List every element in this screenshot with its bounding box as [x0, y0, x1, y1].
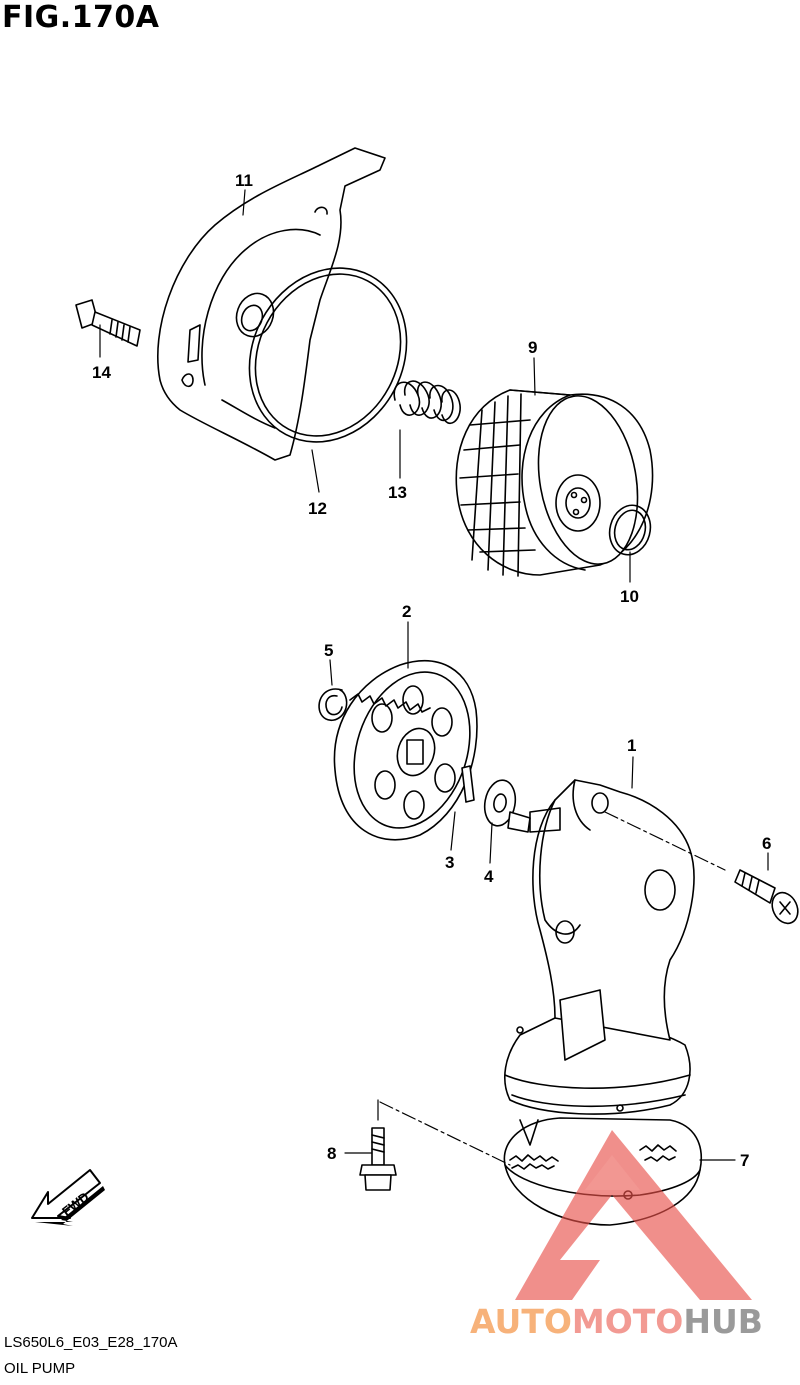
spring-part-13	[393, 380, 461, 425]
callout-9: 9	[528, 338, 537, 357]
callout-10: 10	[620, 587, 639, 606]
callout-6: 6	[762, 834, 771, 853]
brand-auto: AUTO	[470, 1302, 572, 1341]
brand-moto: MOTO	[571, 1302, 684, 1341]
washer-part-4	[483, 779, 517, 827]
o-ring-part-10	[608, 504, 652, 556]
diagram-name: OIL PUMP	[4, 1360, 76, 1377]
callout-1: 1	[627, 736, 636, 755]
circlip-part-5	[318, 688, 348, 721]
callout-14: 14	[92, 363, 111, 382]
callout-numbers: 11 14 12 13 9 10 2 5 3 4 1 6 7 8	[92, 171, 771, 1170]
callout-2: 2	[402, 602, 411, 621]
diagram-code: LS650L6_E03_E28_170A	[4, 1334, 178, 1351]
bolt-part-14	[75, 299, 141, 347]
callout-12: 12	[308, 499, 327, 518]
callout-13: 13	[388, 483, 407, 502]
callout-11: 11	[235, 171, 253, 190]
oil-filter-part-9	[455, 389, 654, 577]
watermark-triangle-icon	[515, 1130, 752, 1300]
callout-5: 5	[324, 641, 333, 660]
oil-pump-part-1	[504, 779, 695, 1115]
bolt-part-6	[734, 869, 799, 925]
gear-part-2	[333, 660, 478, 841]
watermark-brand: AUTOMOTOHUB	[470, 1302, 763, 1341]
bolt-part-8	[359, 1127, 397, 1191]
leader-lines	[99, 189, 769, 1166]
callout-3: 3	[445, 853, 454, 872]
pin-part-3	[461, 765, 475, 803]
fwd-arrow-icon: FWD	[31, 1169, 105, 1226]
figure-title: FIG.170A	[2, 0, 160, 35]
callout-7: 7	[740, 1151, 749, 1170]
brand-hub: HUB	[683, 1302, 763, 1341]
callout-4: 4	[484, 867, 494, 886]
callout-8: 8	[327, 1144, 336, 1163]
